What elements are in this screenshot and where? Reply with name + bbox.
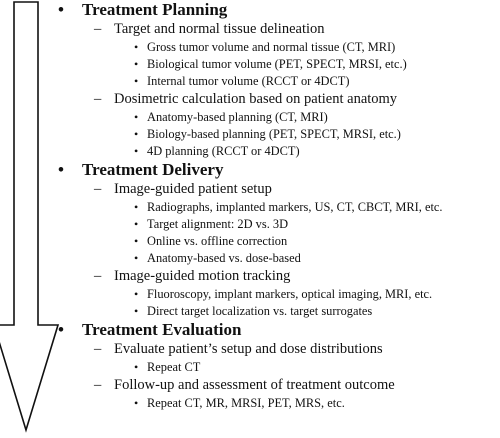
outline-subitem: •Repeat CT, MR, MRSI, PET, MRS, etc. [134,396,345,410]
outline-item: – Image-guided motion tracking •Fluorosc… [50,267,495,320]
section-treatment-evaluation: • Treatment Evaluation – Evaluate patien… [50,320,495,412]
outline-item: – Image-guided patient setup •Radiograph… [50,180,495,267]
outline-subitem: •Anatomy-based vs. dose-based [134,251,301,265]
outline-subitem: •Biology-based planning (PET, SPECT, MRS… [134,127,401,141]
item-dash: – [94,91,102,107]
item-label: Follow-up and assessment of treatment ou… [114,377,395,393]
outline-subitem: •Online vs. offline correction [134,234,288,248]
outline-subitem: •Fluoroscopy, implant markers, optical i… [134,287,433,301]
outline-subitem: •4D planning (RCCT or 4DCT) [134,144,300,158]
section-treatment-planning: • Treatment Planning – Target and normal… [50,0,495,160]
item-label: Image-guided motion tracking [114,268,291,284]
section-title: Treatment Planning [82,0,228,19]
item-label: Dosimetric calculation based on patient … [114,91,398,107]
item-dash: – [94,21,102,37]
process-flow-arrow [0,0,70,433]
outline-item: – Follow-up and assessment of treatment … [50,376,495,412]
item-dash: – [94,181,102,197]
outline-subitem: •Anatomy-based planning (CT, MRI) [134,110,328,124]
outline-item: – Evaluate patient’s setup and dose dist… [50,340,495,376]
section-bullet: • [58,0,64,19]
section-bullet: • [58,160,64,179]
down-arrow-icon [0,1,60,433]
section-bullet: • [58,320,64,339]
section-title: Treatment Evaluation [82,320,242,339]
item-label: Evaluate patient’s setup and dose distri… [114,341,383,357]
outline-subitem: •Biological tumor volume (PET, SPECT, MR… [134,57,407,71]
item-label: Image-guided patient setup [114,181,272,197]
section-treatment-delivery: • Treatment Delivery – Image-guided pati… [50,160,495,320]
outline-subitem: •Repeat CT [134,360,201,374]
treatment-outline: • Treatment Planning – Target and normal… [50,0,495,412]
outline-item: – Target and normal tissue delineation •… [50,20,495,90]
outline-item: – Dosimetric calculation based on patien… [50,90,495,160]
item-dash: – [94,341,102,357]
item-label: Target and normal tissue delineation [114,21,325,37]
section-title: Treatment Delivery [82,160,224,179]
outline-subitem: •Radiographs, implanted markers, US, CT,… [134,200,443,214]
outline-subitem: •Target alignment: 2D vs. 3D [134,217,289,231]
item-dash: – [94,268,102,284]
item-dash: – [94,377,102,393]
outline-subitem: •Internal tumor volume (RCCT or 4DCT) [134,74,350,88]
outline-subitem: •Gross tumor volume and normal tissue (C… [134,40,396,54]
outline-subitem: •Direct target localization vs. target s… [134,304,373,318]
